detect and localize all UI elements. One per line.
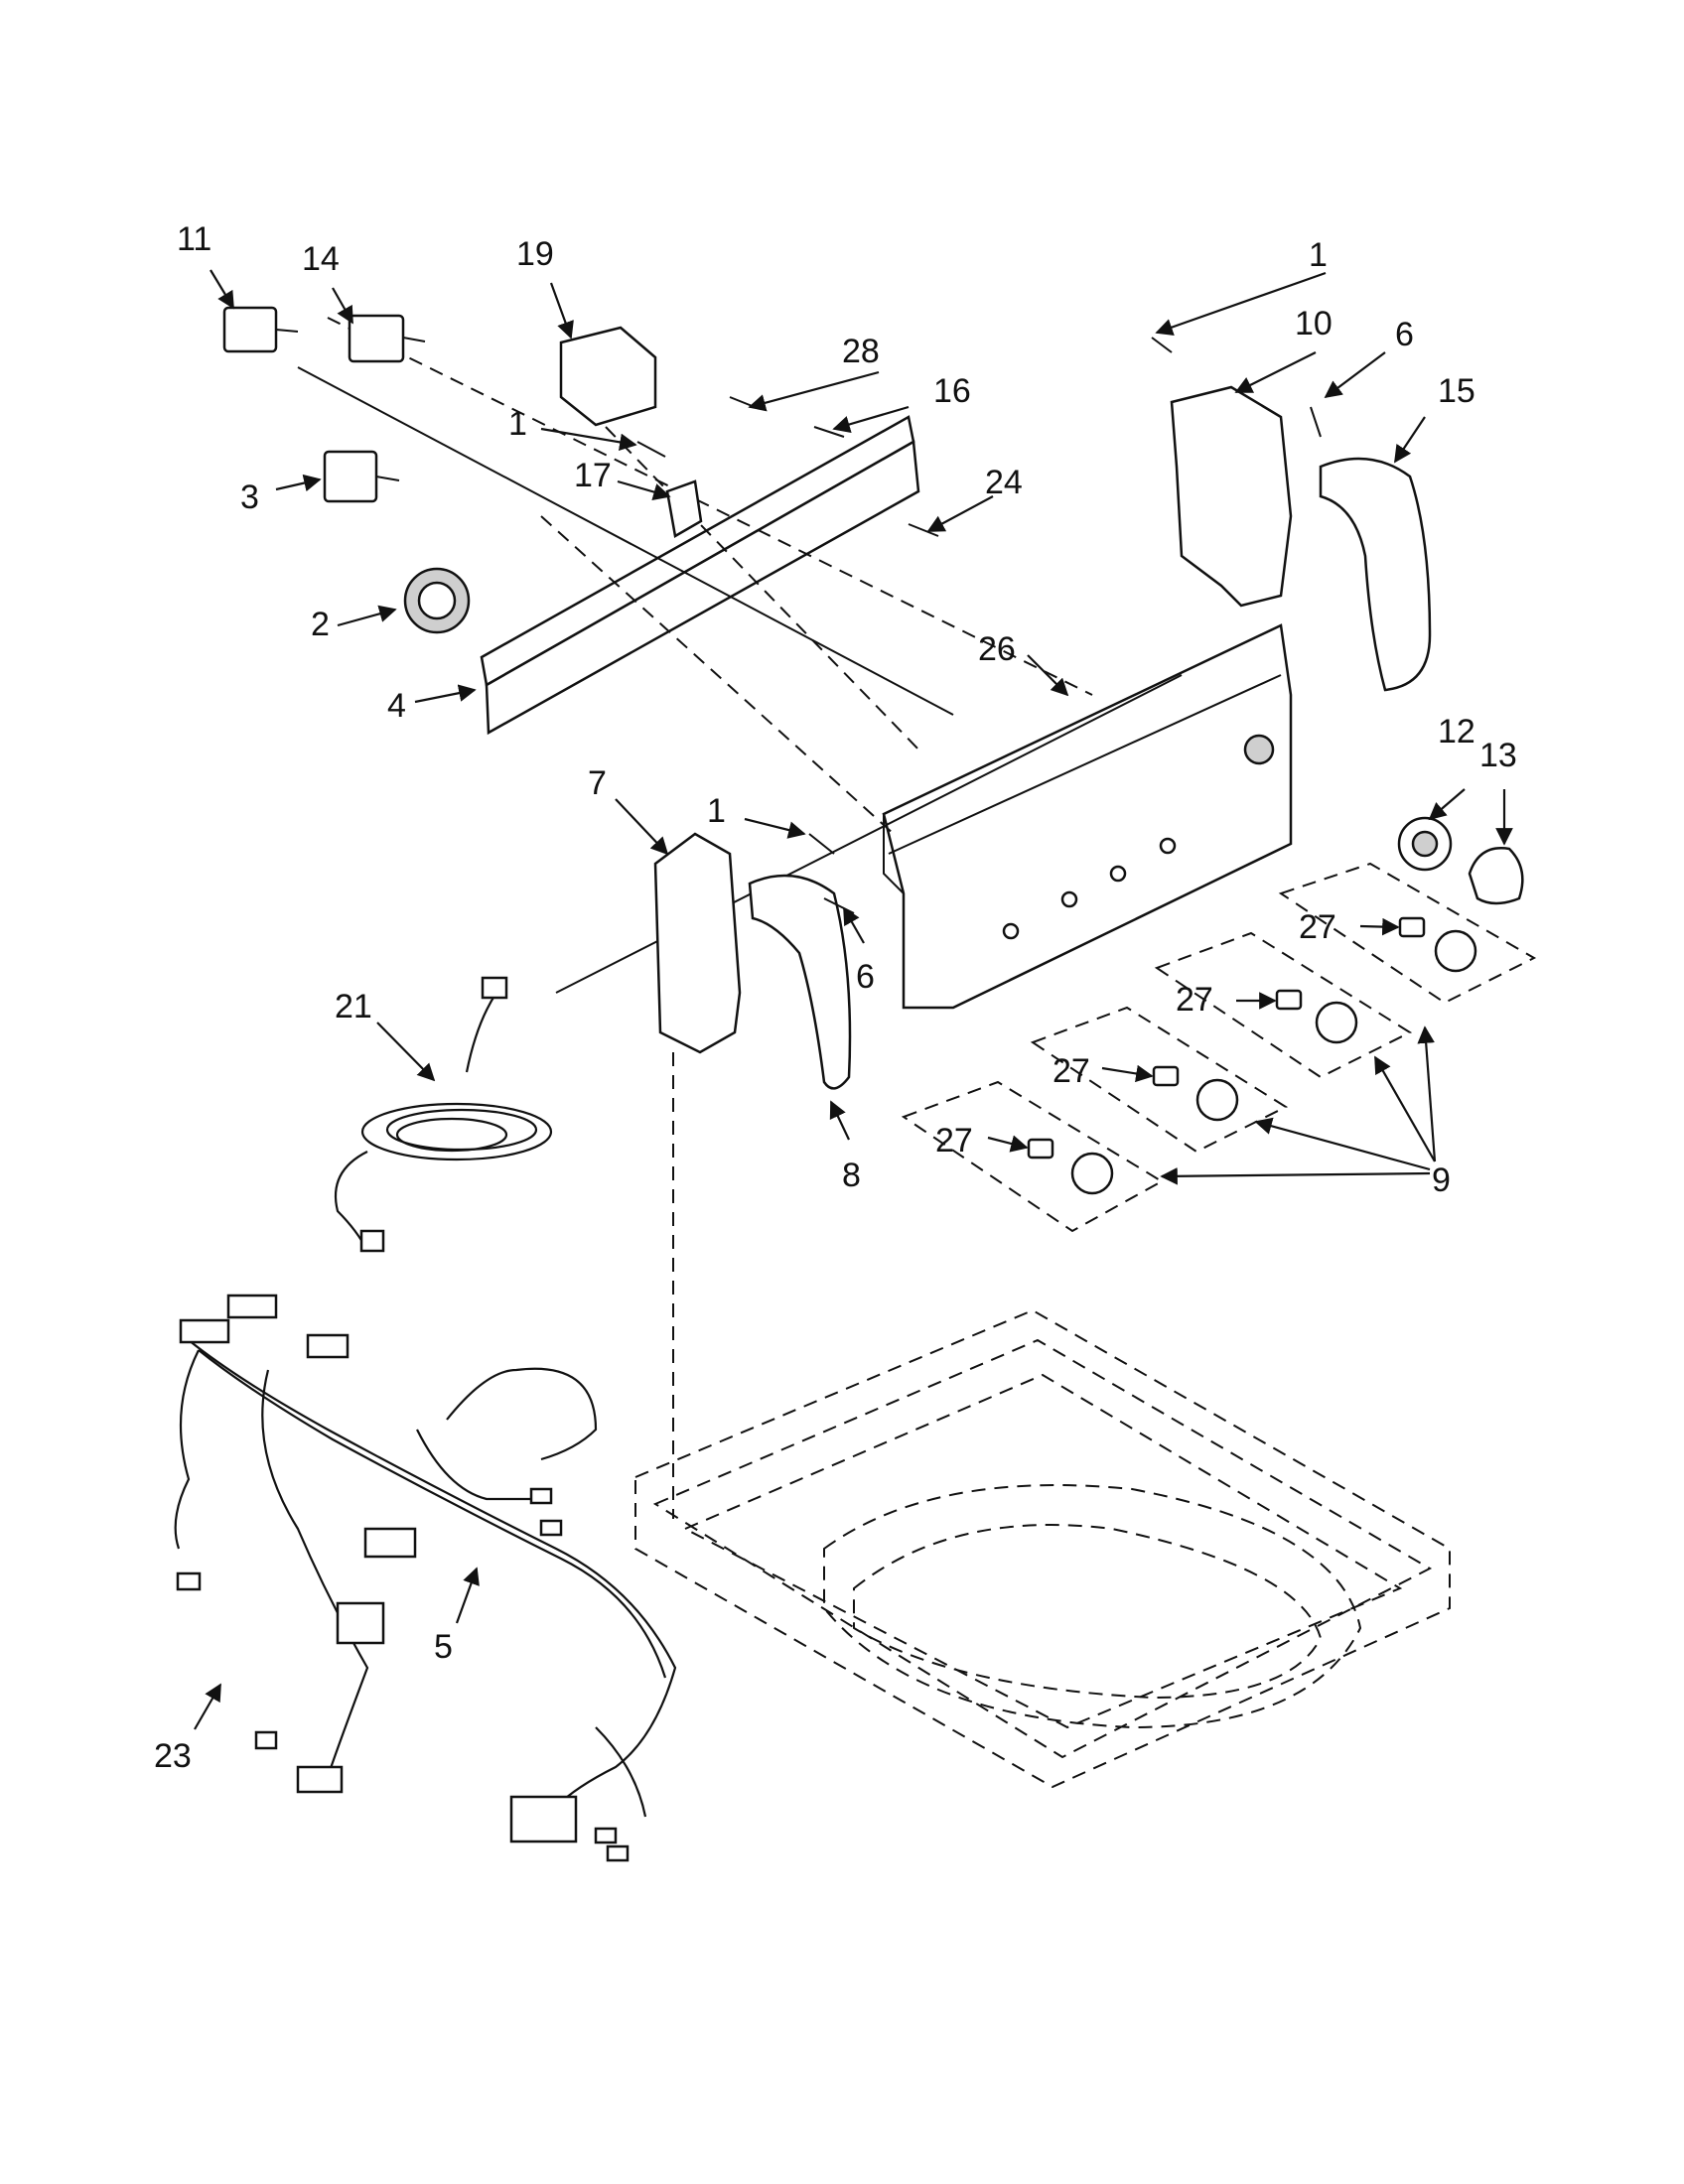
callout-11: 11 bbox=[177, 220, 211, 258]
callout-9: 9 bbox=[1432, 1161, 1451, 1199]
callout-8: 8 bbox=[842, 1157, 861, 1194]
callout-6a: 6 bbox=[1395, 316, 1414, 353]
callout-15: 15 bbox=[1438, 372, 1475, 410]
callout-10: 10 bbox=[1295, 305, 1333, 342]
callout-14: 14 bbox=[302, 240, 340, 278]
knobs-9 bbox=[1070, 929, 1477, 1195]
mounting-rail bbox=[297, 317, 1183, 994]
end-cap-7 bbox=[653, 832, 742, 1054]
pressure-switch-2 bbox=[403, 567, 471, 634]
callout-17: 17 bbox=[574, 457, 612, 494]
callout-27c: 27 bbox=[1052, 1052, 1090, 1090]
knob-groups bbox=[901, 862, 1537, 1233]
leader-arrows bbox=[194, 269, 1513, 1730]
bracket-17 bbox=[665, 479, 703, 538]
trim-8 bbox=[748, 874, 852, 1090]
callout-16: 16 bbox=[933, 372, 971, 410]
trim-15 bbox=[1319, 457, 1432, 692]
callout-1a: 1 bbox=[508, 405, 527, 443]
timer-19 bbox=[559, 326, 657, 427]
callout-27a: 27 bbox=[1299, 908, 1336, 946]
callout-1c: 1 bbox=[707, 792, 726, 830]
callout-6b: 6 bbox=[856, 958, 875, 996]
callout-21: 21 bbox=[335, 988, 372, 1025]
callout-4: 4 bbox=[387, 687, 406, 725]
control-panel bbox=[882, 623, 1293, 1010]
callout-26: 26 bbox=[978, 630, 1016, 668]
washer-top-outline bbox=[634, 1308, 1451, 1789]
callout-12: 12 bbox=[1438, 713, 1475, 751]
switch-11 bbox=[222, 306, 299, 353]
callout-13: 13 bbox=[1479, 737, 1517, 774]
callout-28: 28 bbox=[842, 333, 880, 370]
callout-2: 2 bbox=[311, 606, 330, 643]
callout-19: 19 bbox=[516, 235, 554, 273]
end-cap-10 bbox=[1170, 385, 1293, 608]
switch-3 bbox=[323, 450, 400, 503]
switch-14 bbox=[348, 314, 426, 363]
callout-24: 24 bbox=[985, 464, 1023, 501]
knob-13 bbox=[1468, 847, 1524, 905]
callout-27b: 27 bbox=[1176, 981, 1213, 1019]
knob-12 bbox=[1397, 816, 1453, 872]
knob-inserts-27 bbox=[1027, 916, 1426, 1160]
wire-harness-5 bbox=[174, 1294, 677, 1862]
callout-labels: 11 14 19 28 16 1 17 24 3 2 4 1 10 6 15 2… bbox=[154, 220, 1517, 1775]
callout-7: 7 bbox=[588, 764, 607, 802]
callout-1b: 1 bbox=[1309, 236, 1328, 274]
power-cord-21 bbox=[334, 976, 553, 1253]
callout-27d: 27 bbox=[935, 1122, 973, 1160]
callout-23: 23 bbox=[154, 1737, 192, 1775]
callout-5: 5 bbox=[434, 1628, 453, 1666]
callout-3: 3 bbox=[240, 478, 259, 516]
